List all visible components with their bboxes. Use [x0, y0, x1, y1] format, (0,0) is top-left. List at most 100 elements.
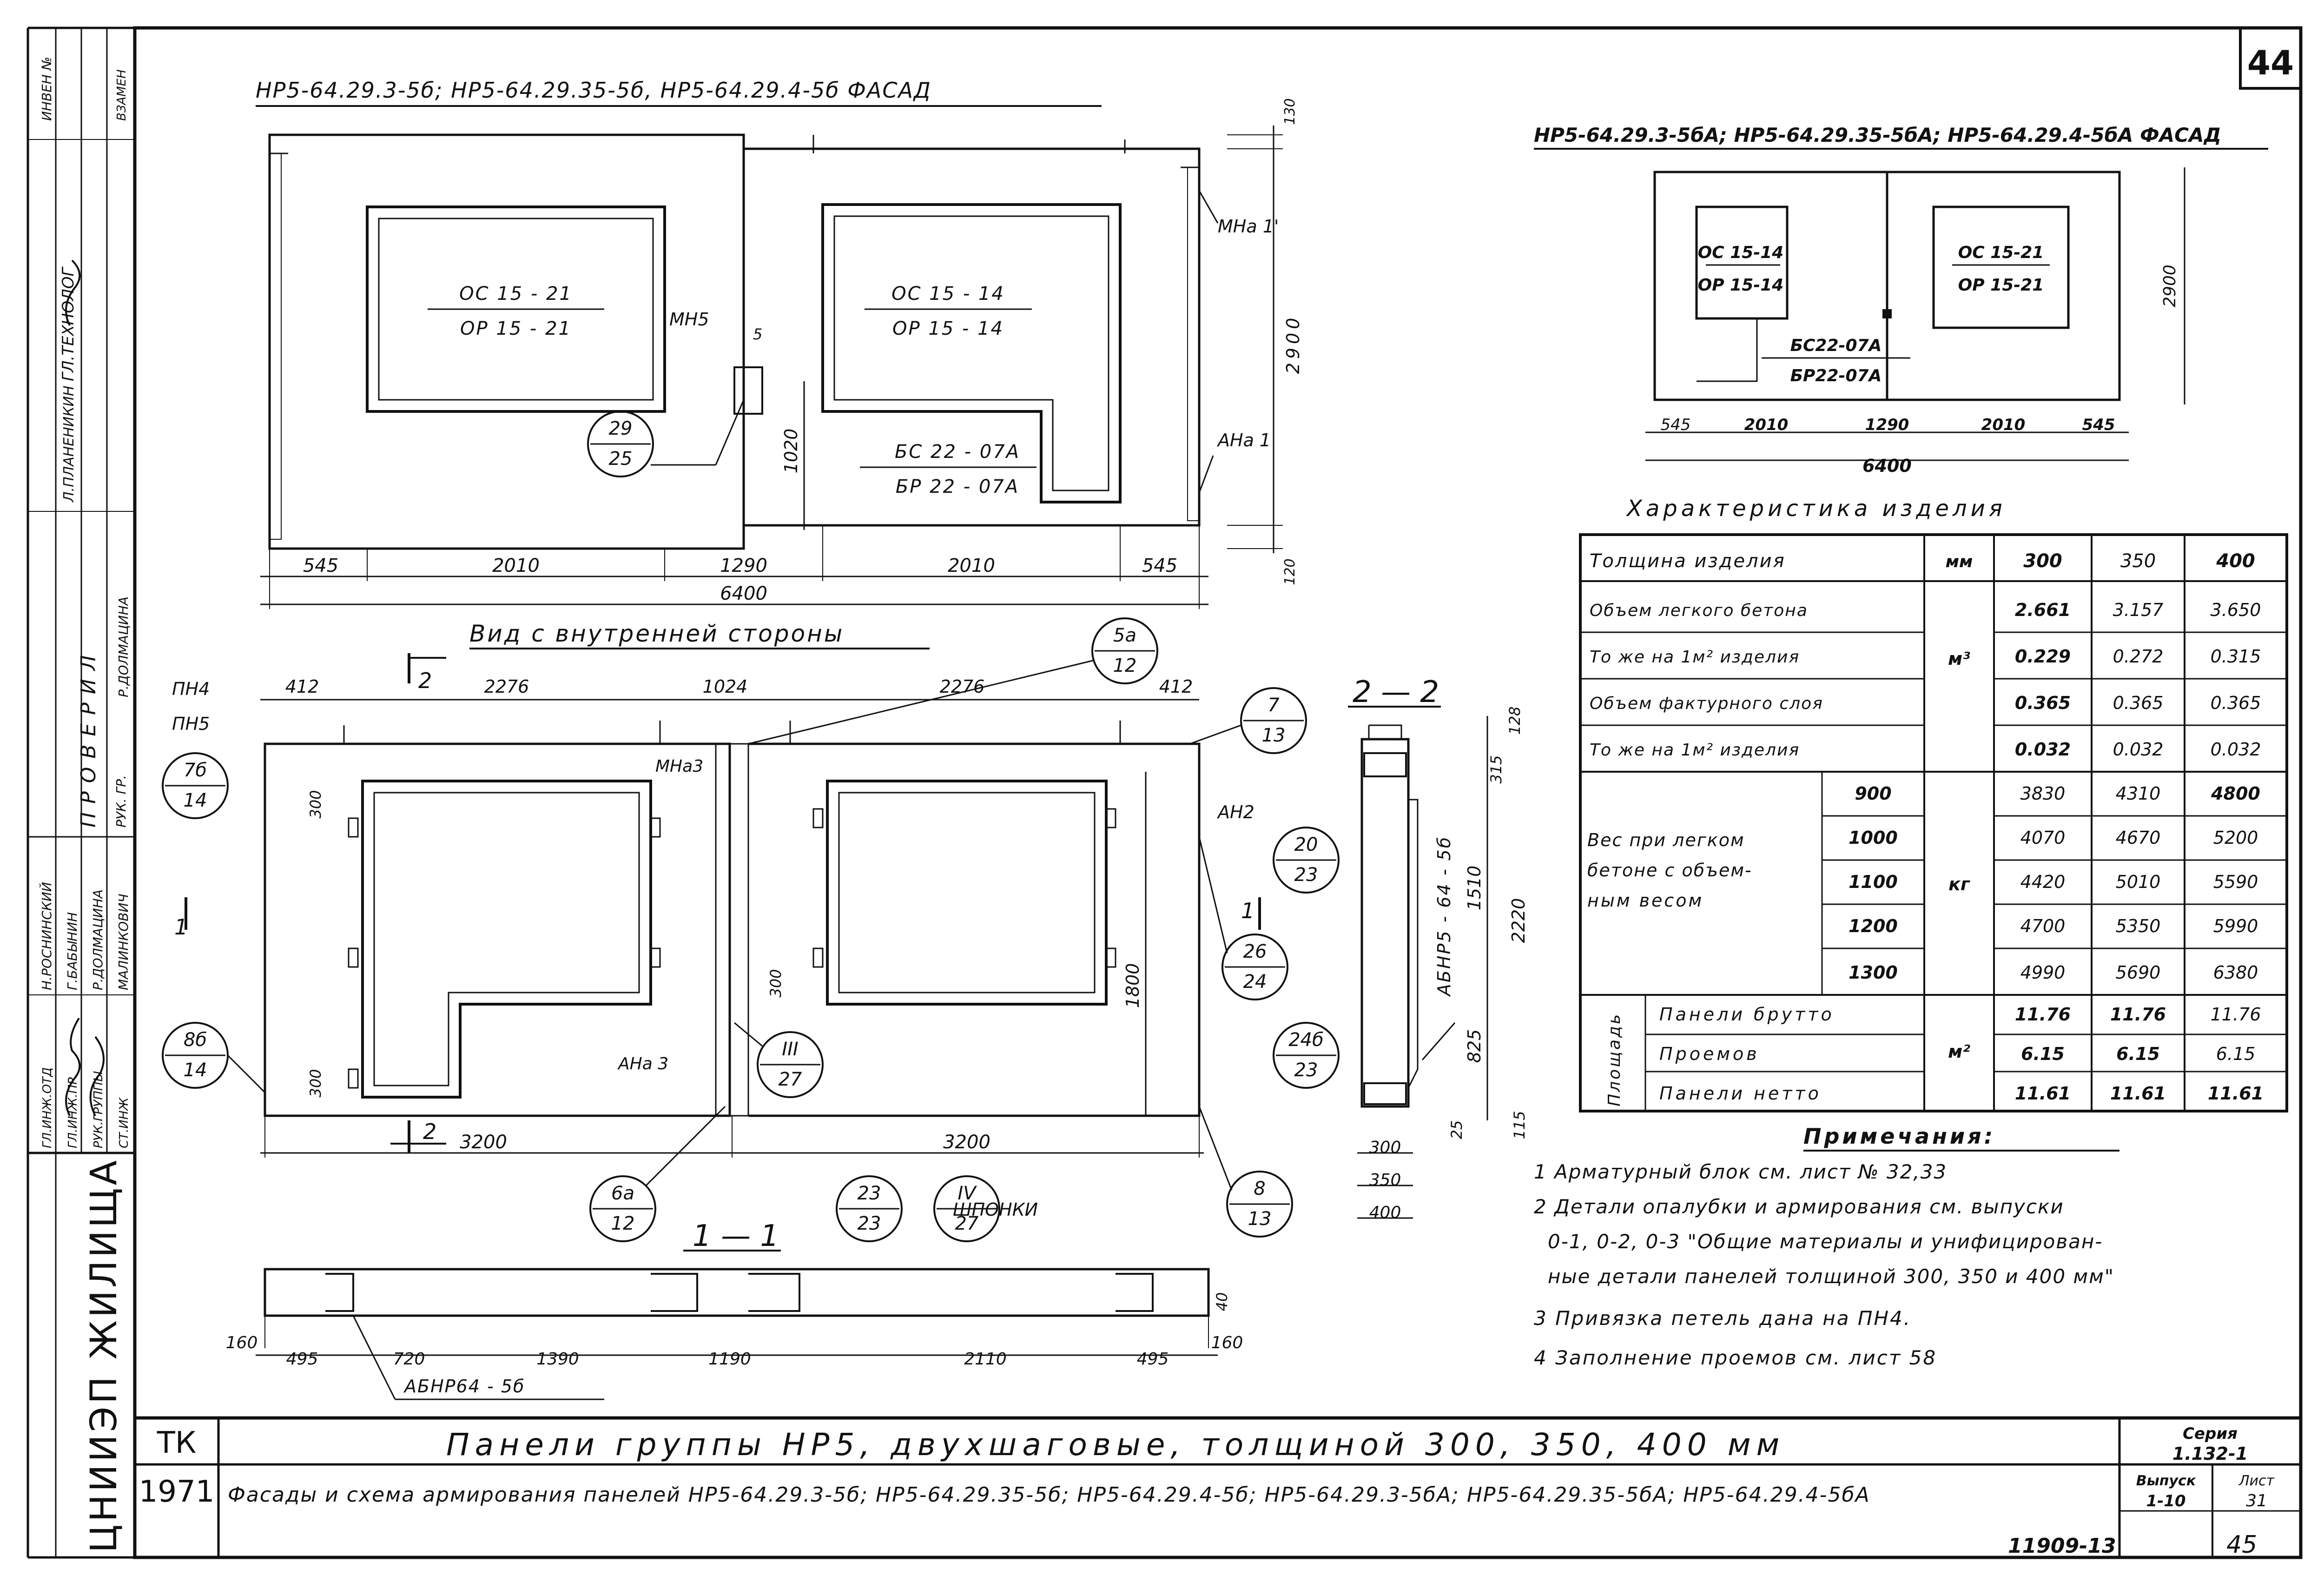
section-11-dim-1: 160 — [226, 1333, 258, 1352]
table-row: Объем легкого бетона 2.661 3.157 3.650 — [1590, 600, 2261, 620]
facade-a-dim-top: 130 — [1282, 98, 1298, 125]
svg-text:13: 13 — [1262, 725, 1286, 746]
svg-text:900: 900 — [1855, 783, 1891, 804]
svg-text:1100: 1100 — [1849, 872, 1898, 892]
note-1: 1 Арматурный блок см. лист № 32,33 — [1534, 1160, 1947, 1183]
callout-24b-bottom: 23 — [1294, 1059, 1318, 1081]
note-2: 2 Детали опалубки и армирования см. выпу… — [1534, 1195, 2064, 1218]
inner-mark-pn4: ПН4 — [172, 679, 210, 699]
title-block-tk: ТК — [157, 1426, 197, 1460]
facade-a-dim-3: 1290 — [720, 555, 767, 576]
note-3: 3 Привязка петель дана на ПН4. — [1534, 1307, 1911, 1330]
stamp-inventory: ИНВЕН № — [39, 57, 54, 121]
facade-a-window-right-top: ОС 15 - 14 — [891, 283, 1005, 305]
section-11-label: АБНР64 - 5б — [403, 1376, 525, 1397]
facade-a-dim-1: 545 — [303, 555, 338, 576]
table-header-thickness: Толщина изделия — [1590, 550, 1786, 572]
callout-IV-27: IV 27 — [933, 1175, 1000, 1242]
facade-a-door-bottom: БР 22 - 07А — [896, 476, 1019, 497]
svg-text:5200: 5200 — [2213, 828, 2258, 848]
table-row: То же на 1м² изделия 0.032 0.032 0.032 — [1590, 739, 2261, 760]
facade-b-dim-5: 545 — [2082, 416, 2115, 434]
table-row: 1100 4420 5010 5590 — [1849, 872, 2258, 892]
svg-text:6а: 6а — [611, 1183, 634, 1204]
facade-a-callout-top: 29 — [609, 418, 633, 439]
inner-dim-top-5: 412 — [1159, 676, 1193, 697]
facade-b-title: НР5-64.29.3-5бА; НР5-64.29.35-5бА; НР5-6… — [1534, 124, 2221, 146]
svg-text:1000: 1000 — [1849, 828, 1898, 848]
svg-text:1300: 1300 — [1849, 962, 1898, 983]
inner-mark-pn5: ПН5 — [172, 714, 210, 734]
callout-20-23: 20 23 — [1273, 827, 1340, 894]
svg-text:26: 26 — [1243, 941, 1267, 962]
svg-text:6.15: 6.15 — [2021, 1044, 2065, 1064]
note-2-cont-2: ные детали панелей толщиной 300, 350 и 4… — [1548, 1265, 2114, 1288]
svg-text:11.61: 11.61 — [2208, 1083, 2264, 1104]
svg-text:0.229: 0.229 — [2015, 646, 2071, 667]
sheet-frame — [26, 26, 2303, 1559]
facade-a-dim-total: 6400 — [720, 583, 767, 604]
svg-text:14: 14 — [184, 790, 207, 811]
characteristics-title: Характеристика изделия — [1625, 496, 2006, 522]
facade-b-window-right-top: ОС 15-21 — [1958, 243, 2044, 262]
callout-8b-14: 8б 14 — [162, 1022, 266, 1093]
table-unit-m3: м³ — [1948, 649, 1970, 669]
title-block-series: 1.132-1 — [2172, 1444, 2248, 1464]
inner-dim-1800: 1800 — [1122, 963, 1143, 1008]
section-22-title: 2 — 2 — [1353, 675, 1439, 709]
table-weight-label-1: Вес при легком — [1587, 830, 1745, 850]
title-block-title-1: Панели группы НР5, двухшаговые, толщиной… — [446, 1427, 1785, 1463]
title-block-year: 1971 — [139, 1475, 215, 1509]
table-header-350: 350 — [2120, 550, 2156, 572]
svg-text:5590: 5590 — [2213, 872, 2258, 892]
stamp-role-checked: ПРОВЕРИЛ — [77, 647, 100, 828]
svg-text:7: 7 — [1268, 695, 1280, 716]
svg-text:8б: 8б — [184, 1029, 207, 1051]
title-block: ТК 1971 Панели группы НР5, двухшаговые, … — [139, 1424, 2275, 1510]
facade-b-door-top: БС22-07А — [1790, 336, 1882, 355]
svg-text:6.15: 6.15 — [2116, 1044, 2160, 1064]
title-block-title-2: Фасады и схема армирования панелей НР5-6… — [228, 1483, 1870, 1507]
svg-text:5350: 5350 — [2116, 916, 2161, 936]
svg-text:11.61: 11.61 — [2015, 1083, 2071, 1104]
table-area-label: Площадь — [1605, 1013, 1624, 1106]
table-unit-m2: м² — [1948, 1041, 1970, 1062]
inner-cut-2-bottom: 2 — [423, 1119, 436, 1144]
svg-text:23: 23 — [858, 1213, 881, 1234]
table-row: 900 3830 4310 4800 — [1855, 783, 2260, 804]
callout-8-13: 8 13 — [1198, 1106, 1293, 1238]
notes-title: Примечания: — [1803, 1124, 1995, 1149]
callout-5a-12: 5а 12 — [748, 617, 1158, 745]
signature-1 — [65, 259, 81, 326]
facade-a-window-left-top: ОС 15 - 21 — [459, 283, 573, 305]
stamp-role-group-lead: РУК. ГР. — [113, 775, 129, 828]
characteristics-table: Характеристика изделия Толщина изделия — [1579, 496, 2288, 1112]
inner-dim-top-2: 2276 — [484, 676, 529, 697]
section-22-dim-115: 115 — [1511, 1111, 1528, 1139]
section-11-dim-40: 40 — [1213, 1292, 1231, 1311]
svg-text:23: 23 — [858, 1183, 881, 1204]
section-11-dim-2: 495 — [286, 1350, 318, 1369]
section-22-dim-315: 315 — [1487, 755, 1505, 783]
svg-text:Объем фактурного слоя: Объем фактурного слоя — [1590, 694, 1823, 713]
table-unit-kg: кг — [1948, 874, 1970, 894]
section-11-title: 1 — 1 — [693, 1219, 779, 1253]
table-header-400: 400 — [2216, 550, 2255, 572]
callout-III-27: III 27 — [734, 1022, 824, 1098]
inner-dim-top-3: 1024 — [703, 676, 748, 697]
table-row: 1200 4700 5350 5990 — [1849, 916, 2258, 936]
facade-a-dim-height: 2900 — [1283, 314, 1303, 374]
facade-a-mark-mna1: МНа 1' — [1218, 216, 1279, 237]
svg-text:11.76: 11.76 — [2211, 1004, 2261, 1025]
stamp-organization: ЦНИИЭП ЖИЛИЩА — [83, 1158, 125, 1553]
stamp-role-chief-dept: ГЛ.ИНЖ.ОТД — [40, 1067, 54, 1148]
inner-dim-top-4: 2276 — [940, 676, 985, 697]
signature-3 — [89, 1036, 105, 1116]
table-row: Панели нетто 11.61 11.61 11.61 — [1659, 1083, 2264, 1104]
facade-a-window-right-bottom: ОР 15 - 14 — [892, 318, 1004, 339]
facade-a-dim-door: 1020 — [781, 429, 801, 474]
notes: Примечания: 1 Арматурный блок см. лист №… — [1534, 1124, 2119, 1369]
inner-dim-300-c: 300 — [767, 969, 785, 997]
callout-26-24: 26 24 — [1198, 836, 1288, 1000]
note-4: 4 Заполнение проемов см. лист 58 — [1534, 1346, 1937, 1369]
